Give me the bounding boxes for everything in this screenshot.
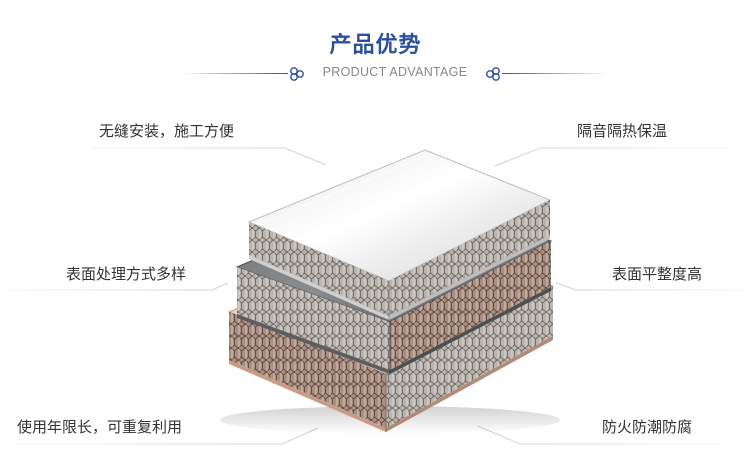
feature-sound-heat-insulation: 隔音隔热保温 [577, 122, 668, 140]
page-subtitle: PRODUCT ADVANTAGE [322, 65, 468, 79]
guide-line-bottom-left [14, 427, 319, 445]
silver-panel [247, 149, 552, 320]
guide-line-mid-right [555, 282, 746, 291]
feature-long-service-life: 使用年限长，可重复利用 [17, 418, 183, 436]
divider-line-left [180, 73, 288, 74]
subtitle-divider: PRODUCT ADVANTAGE [180, 64, 610, 84]
guide-line-top-left [92, 147, 327, 166]
feature-surface-flatness: 表面平整度高 [612, 265, 703, 283]
page-title: 产品优势 [329, 33, 422, 58]
guide-line-top-right [494, 147, 726, 167]
guide-line-mid-left [8, 282, 229, 291]
guide-line-bottom-right [477, 425, 720, 445]
knot-ornament-icon [486, 67, 500, 81]
feature-fire-moisture-corrosion: 防火防潮防腐 [602, 418, 693, 436]
feature-easy-installation: 无缝安装，施工方便 [99, 122, 235, 140]
knot-ornament-icon [290, 67, 304, 81]
divider-line-right [502, 73, 610, 74]
feature-surface-treatments: 表面处理方式多样 [66, 265, 187, 283]
